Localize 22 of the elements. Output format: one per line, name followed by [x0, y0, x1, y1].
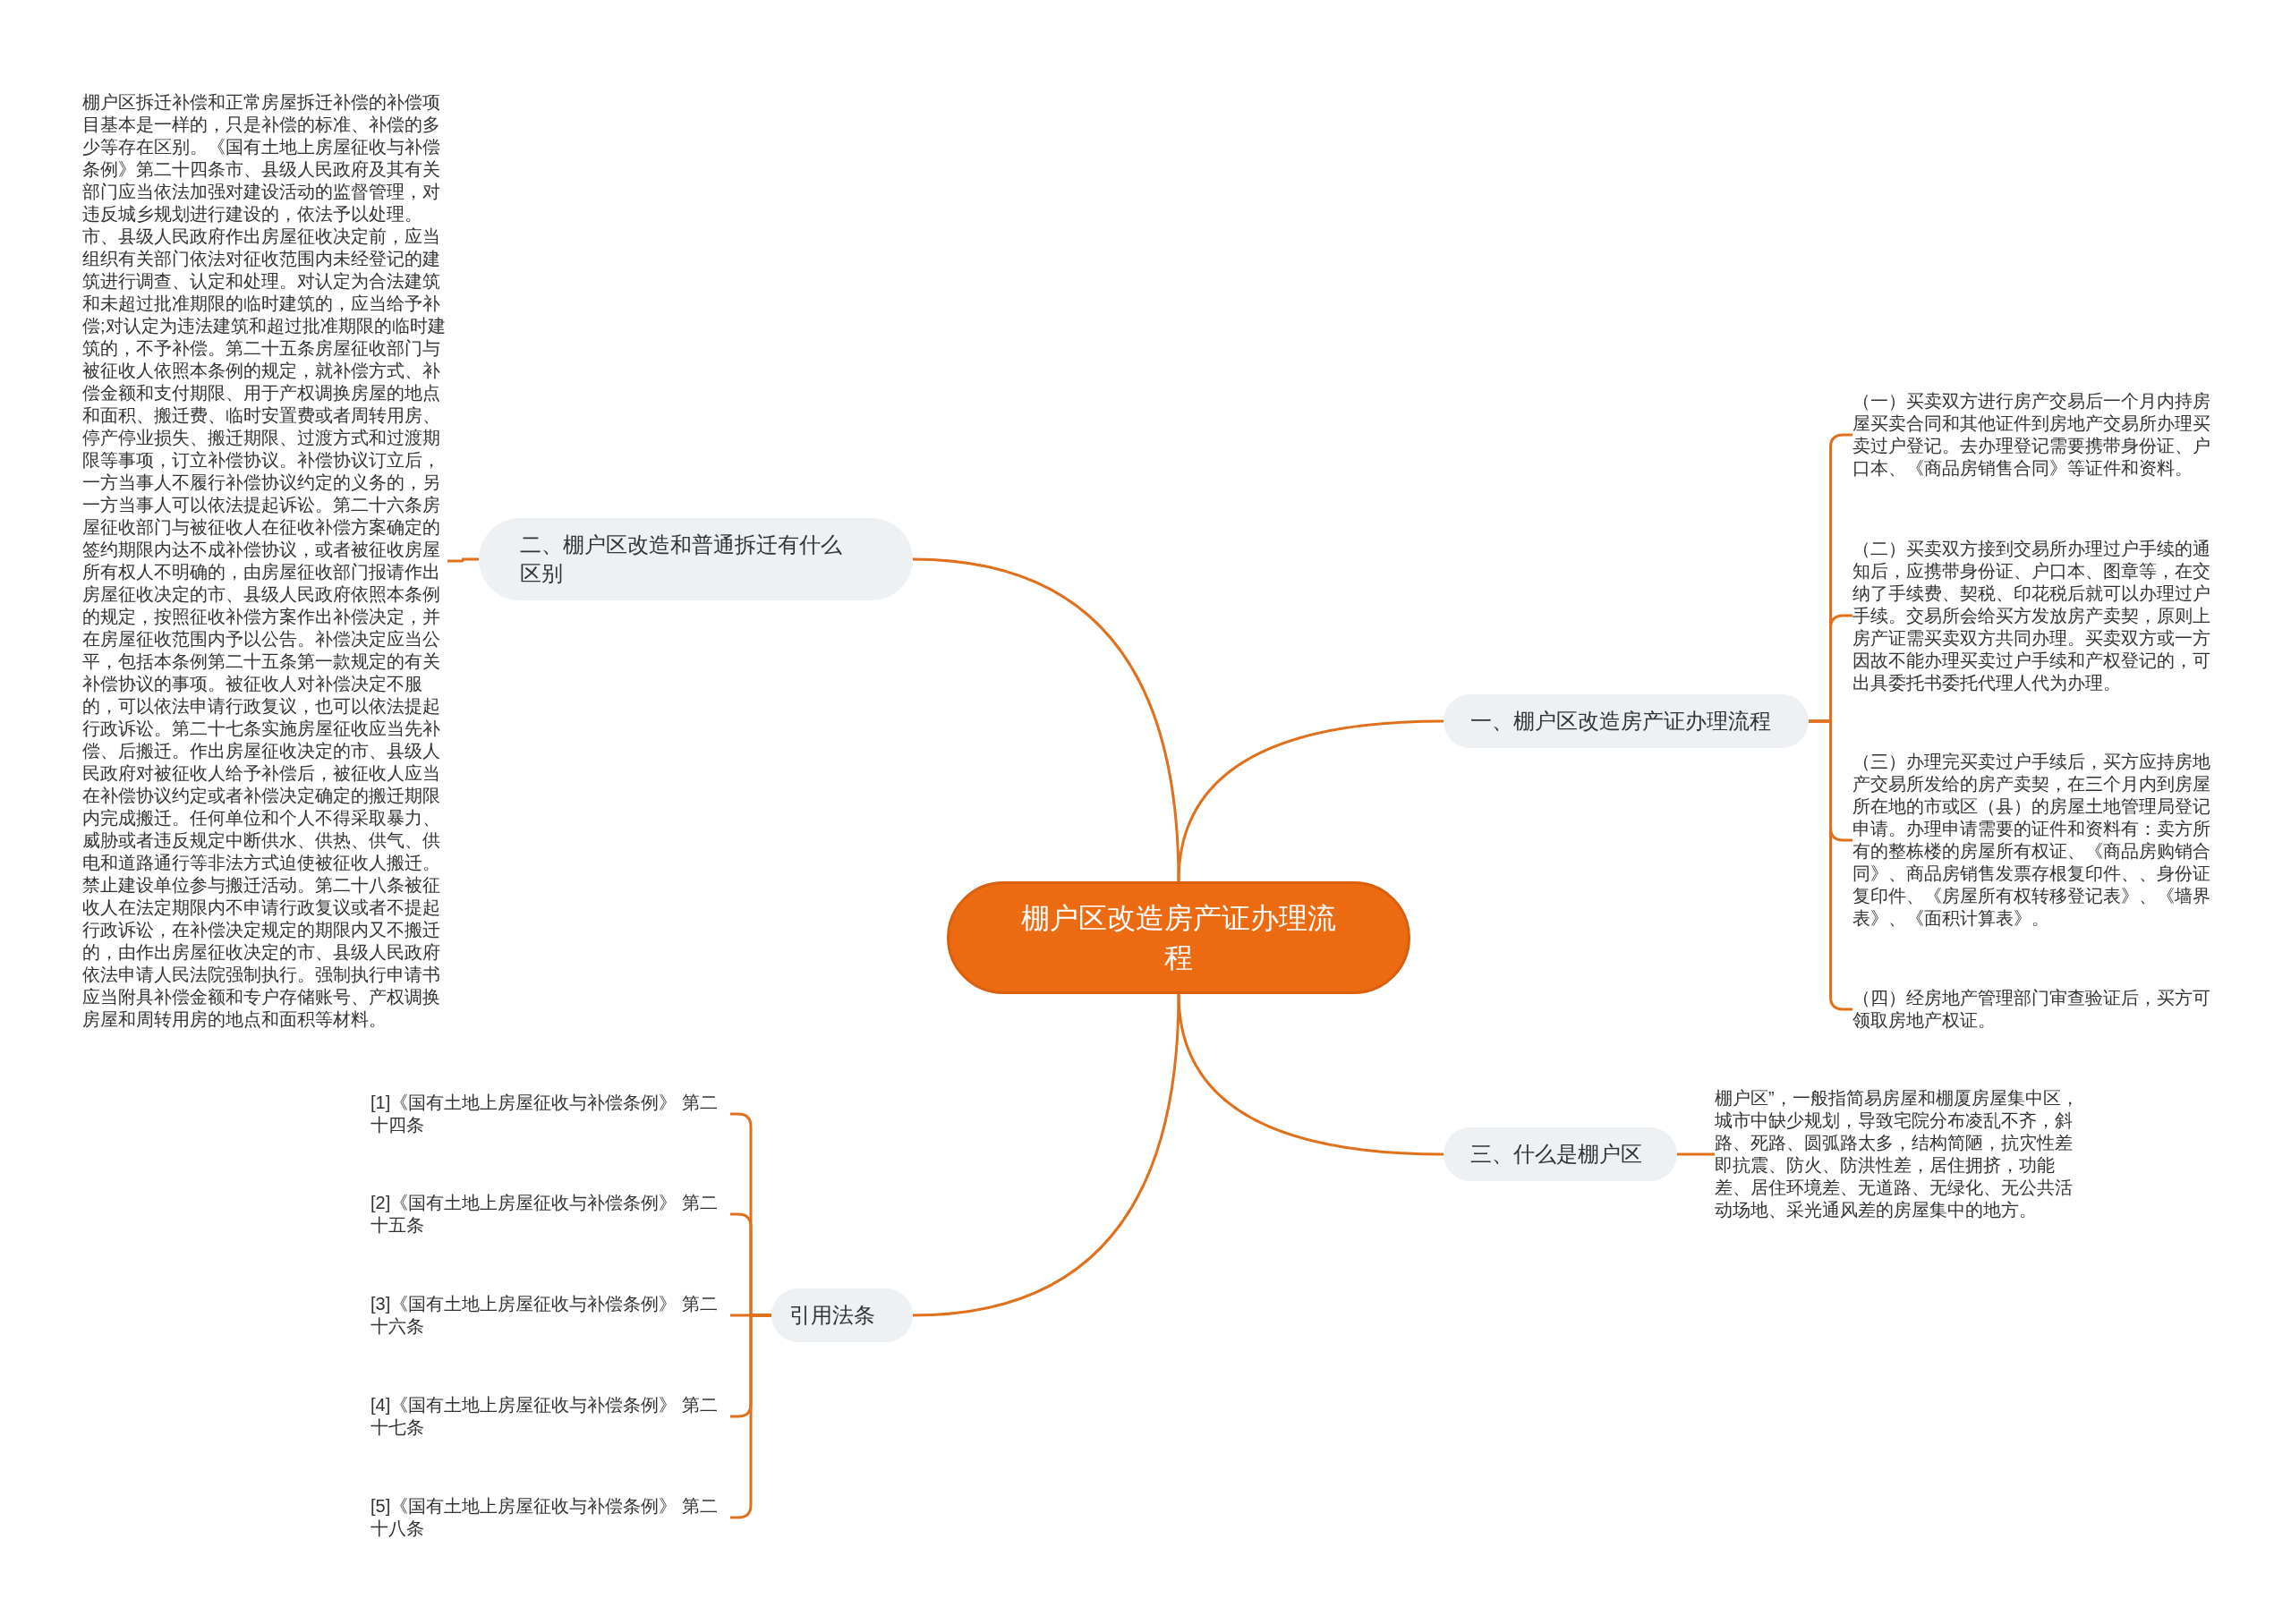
- note-text: [1]《国有土地上房屋征收与补偿条例》 第二十四条: [370, 1092, 730, 1136]
- connector-line: [1177, 719, 1444, 882]
- topic-pill: 三、什么是棚户区: [1444, 1127, 1677, 1181]
- note-text: 棚户区拆迁补偿和正常房屋拆迁补偿的补偿项目基本是一样的，只是补偿的标准、补偿的多少等存在区别。《国有土地上房屋征收与补偿条例》第二十四条市、县级人民政府及其有关部门应当依法加强对建设活动的监督管理，对违反城乡规划进行建设的，依法予以处理。市、县级人民政府作出房屋征收决定前，应当组织有关部门依法对征收范围内未经登记的建筑进行调查、认定和处理。对认定为合法建筑和未超过批准期限的临时建筑的，应当给予补偿;对认定为违法建筑和超过批准期限的临时建筑的，不予补偿。第二十五条房屋征收部门与被征收人依照本条例的规定，就补偿方式、补偿金额和支付期限、用于产权调换房屋的地点和面积、搬迁费、临时安置费或者周转用房、停产停业损失、搬迁期限、过渡方式和过渡期限等事项，订立补偿协议。补偿协议订立后，一方当事人不履行补偿协议约定的义务的，另一方当事人可以依法提起诉讼。第二十六条房屋征收部门与被征收人在征收补偿方案确定的签约期限内达不成补偿协议，或者被征收房屋所有权人不明确的，由房屋征收部门报请作出房屋征收决定的市、县级人民政府依照本条例的规定，按照征收补偿方案作出补偿决定，并在房屋征收范围内予以公告。补偿决定应当公平，包括本条例第二十五条第一款规定的有关补偿协议的事项。被征收人对补偿决定不服的，可以依法申请行政复议，也可以依法提起行政诉讼。第二十七条实施房屋征收应当先补偿、后搬迁。作出房屋征收决定的市、县级人民政府对被征收人给予补偿后，被征收人应当在补偿协议约定或者补偿决定确定的搬迁期限内完成搬迁。任何单位和个人不得采取暴力、威胁或者违反规定中断供水、供热、供气、供电和道路通行等非法方式迫使被征收人搬迁。禁止建设单位参与搬迁活动。第二十八条被征收人在法定期限内不申请行政复议或者不提起行政诉讼，在补偿决定规定的期限内又不搬迁的，由作出房屋征收决定的市、县级人民政府依法申请人民法院强制执行。强制执行申请书应当附具补偿金额和专户存储账号、产权调换房屋和周转用房的地点和面积等材料。: [82, 91, 447, 1031]
- connector-line: [1677, 1152, 1715, 1156]
- connector-line: [447, 557, 479, 563]
- note-text: 棚户区”，一般指简易房屋和棚厦房屋集中区，城市中缺少规划，导致宅院分布凌乱不齐，斜路、死路、圆弧路太多，结构简陋，抗灾性差即抗震、防火、防洪性差，居住拥挤，功能差、居住环境差、无道路、无绿化、无公共活动场地、采光通风差的房屋集中的地方。: [1715, 1087, 2080, 1221]
- connector-line: [1177, 993, 1444, 1156]
- topic-pill: 二、棚户区改造和普通拆迁有什么区别: [479, 518, 913, 600]
- topic-pill: 一、棚户区改造房产证办理流程: [1444, 694, 1809, 748]
- central-topic: 棚户区改造房产证办理流程: [947, 881, 1410, 994]
- connector-line: [912, 557, 1180, 882]
- connector-line: [912, 993, 1180, 1317]
- note-text: [3]《国有土地上房屋征收与补偿条例》 第二十六条: [370, 1293, 730, 1338]
- note-text: [4]《国有土地上房屋征收与补偿条例》 第二十七条: [370, 1394, 730, 1439]
- note-text: [5]《国有土地上房屋征收与补偿条例》 第二十八条: [370, 1495, 730, 1540]
- note-text: （四）经房地产管理部门审查验证后，买方可领取房地产权证。: [1852, 987, 2218, 1032]
- note-text: （一）买卖双方进行房产交易后一个月内持房屋买卖合同和其他证件到房地产交易所办理买卖过户登记。去办理登记需要携带身份证、户口本、《商品房销售合同》等证件和资料。: [1852, 390, 2218, 480]
- note-text: [2]《国有土地上房屋征收与补偿条例》 第二十五条: [370, 1192, 730, 1237]
- note-text: （三）办理完买卖过户手续后，买方应持房地产交易所发给的房产卖契，在三个月内到房屋所在地的市或区（县）的房屋土地管理局登记申请。办理申请需要的证件和资料有：卖方所有的整栋楼的房屋所有权证、《商品房购销合同》、商品房销售发票存根复印件、、身份证复印件、《房屋所有权转移登记表》、《墙界表》、《面积计算表》。: [1852, 751, 2218, 930]
- topic-pill: 引用法条: [771, 1288, 913, 1342]
- note-text: （二）买卖双方接到交易所办理过户手续的通知后，应携带身份证、户口本、图章等，在交纳了手续费、契税、印花税后就可以办理过户手续。交易所会给买方发放房产卖契，原则上房产证需买卖双方共同办理。买卖双方或一方因故不能办理买卖过户手续和产权登记的，可出具委托书委托代理人代为办理。: [1852, 537, 2218, 694]
